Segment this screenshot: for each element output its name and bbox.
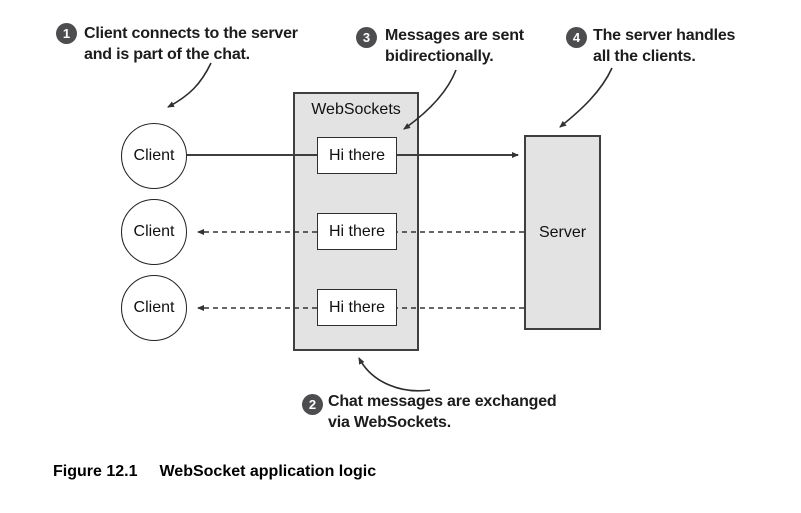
client-label: Client [133, 223, 175, 240]
annotation2-pointer-arrow [358, 357, 431, 392]
message-box-2: Hi there [317, 213, 397, 250]
annotation-line: bidirectionally. [385, 48, 494, 65]
badge-number: 2 [308, 397, 317, 412]
annotation-number-badge-2: 2 [302, 394, 323, 415]
client-label: Client [133, 147, 175, 164]
annotation-text-2: Chat messages are exchanged via WebSocke… [328, 391, 557, 433]
annotation-number-badge-1: 1 [56, 23, 77, 44]
figure-caption: Figure 12.1 WebSocket application logic [53, 463, 376, 481]
annotation-line: and is part of the chat. [84, 46, 250, 63]
annotation-text-4: The server handles all the clients. [593, 25, 735, 67]
annotation1-pointer-arrow [167, 62, 212, 108]
client-node-2: Client [121, 199, 187, 265]
websockets-label: WebSockets [311, 101, 401, 118]
message-label: Hi there [328, 222, 386, 240]
client-node-3: Client [121, 275, 187, 341]
message-label: Hi there [328, 146, 386, 164]
figure-number: Figure 12.1 [53, 463, 138, 480]
figure-title: WebSocket application logic [159, 463, 377, 480]
annotation-line: all the clients. [593, 48, 696, 65]
annotation4-pointer-arrow [559, 67, 613, 128]
annotation-line: Messages are sent [385, 27, 524, 44]
annotation-text-1: Client connects to the server and is par… [84, 23, 298, 65]
annotation-number-badge-4: 4 [566, 27, 587, 48]
annotation-line: Chat messages are exchanged [328, 393, 557, 410]
annotation-line: The server handles [593, 27, 736, 44]
server-label: Server [538, 223, 587, 241]
annotation-line: Client connects to the server [84, 25, 298, 42]
message-box-3: Hi there [317, 289, 397, 326]
annotation-number-badge-3: 3 [356, 27, 377, 48]
badge-number: 4 [572, 30, 581, 45]
client-node-1: Client [121, 123, 187, 189]
annotation-line: via WebSockets. [328, 414, 451, 431]
message-label: Hi there [328, 298, 386, 316]
server-box: Server [524, 135, 601, 330]
badge-number: 1 [62, 26, 71, 41]
annotation-text-3: Messages are sent bidirectionally. [385, 25, 524, 67]
message-box-1: Hi there [317, 137, 397, 174]
badge-number: 3 [362, 30, 371, 45]
client-label: Client [133, 299, 175, 316]
